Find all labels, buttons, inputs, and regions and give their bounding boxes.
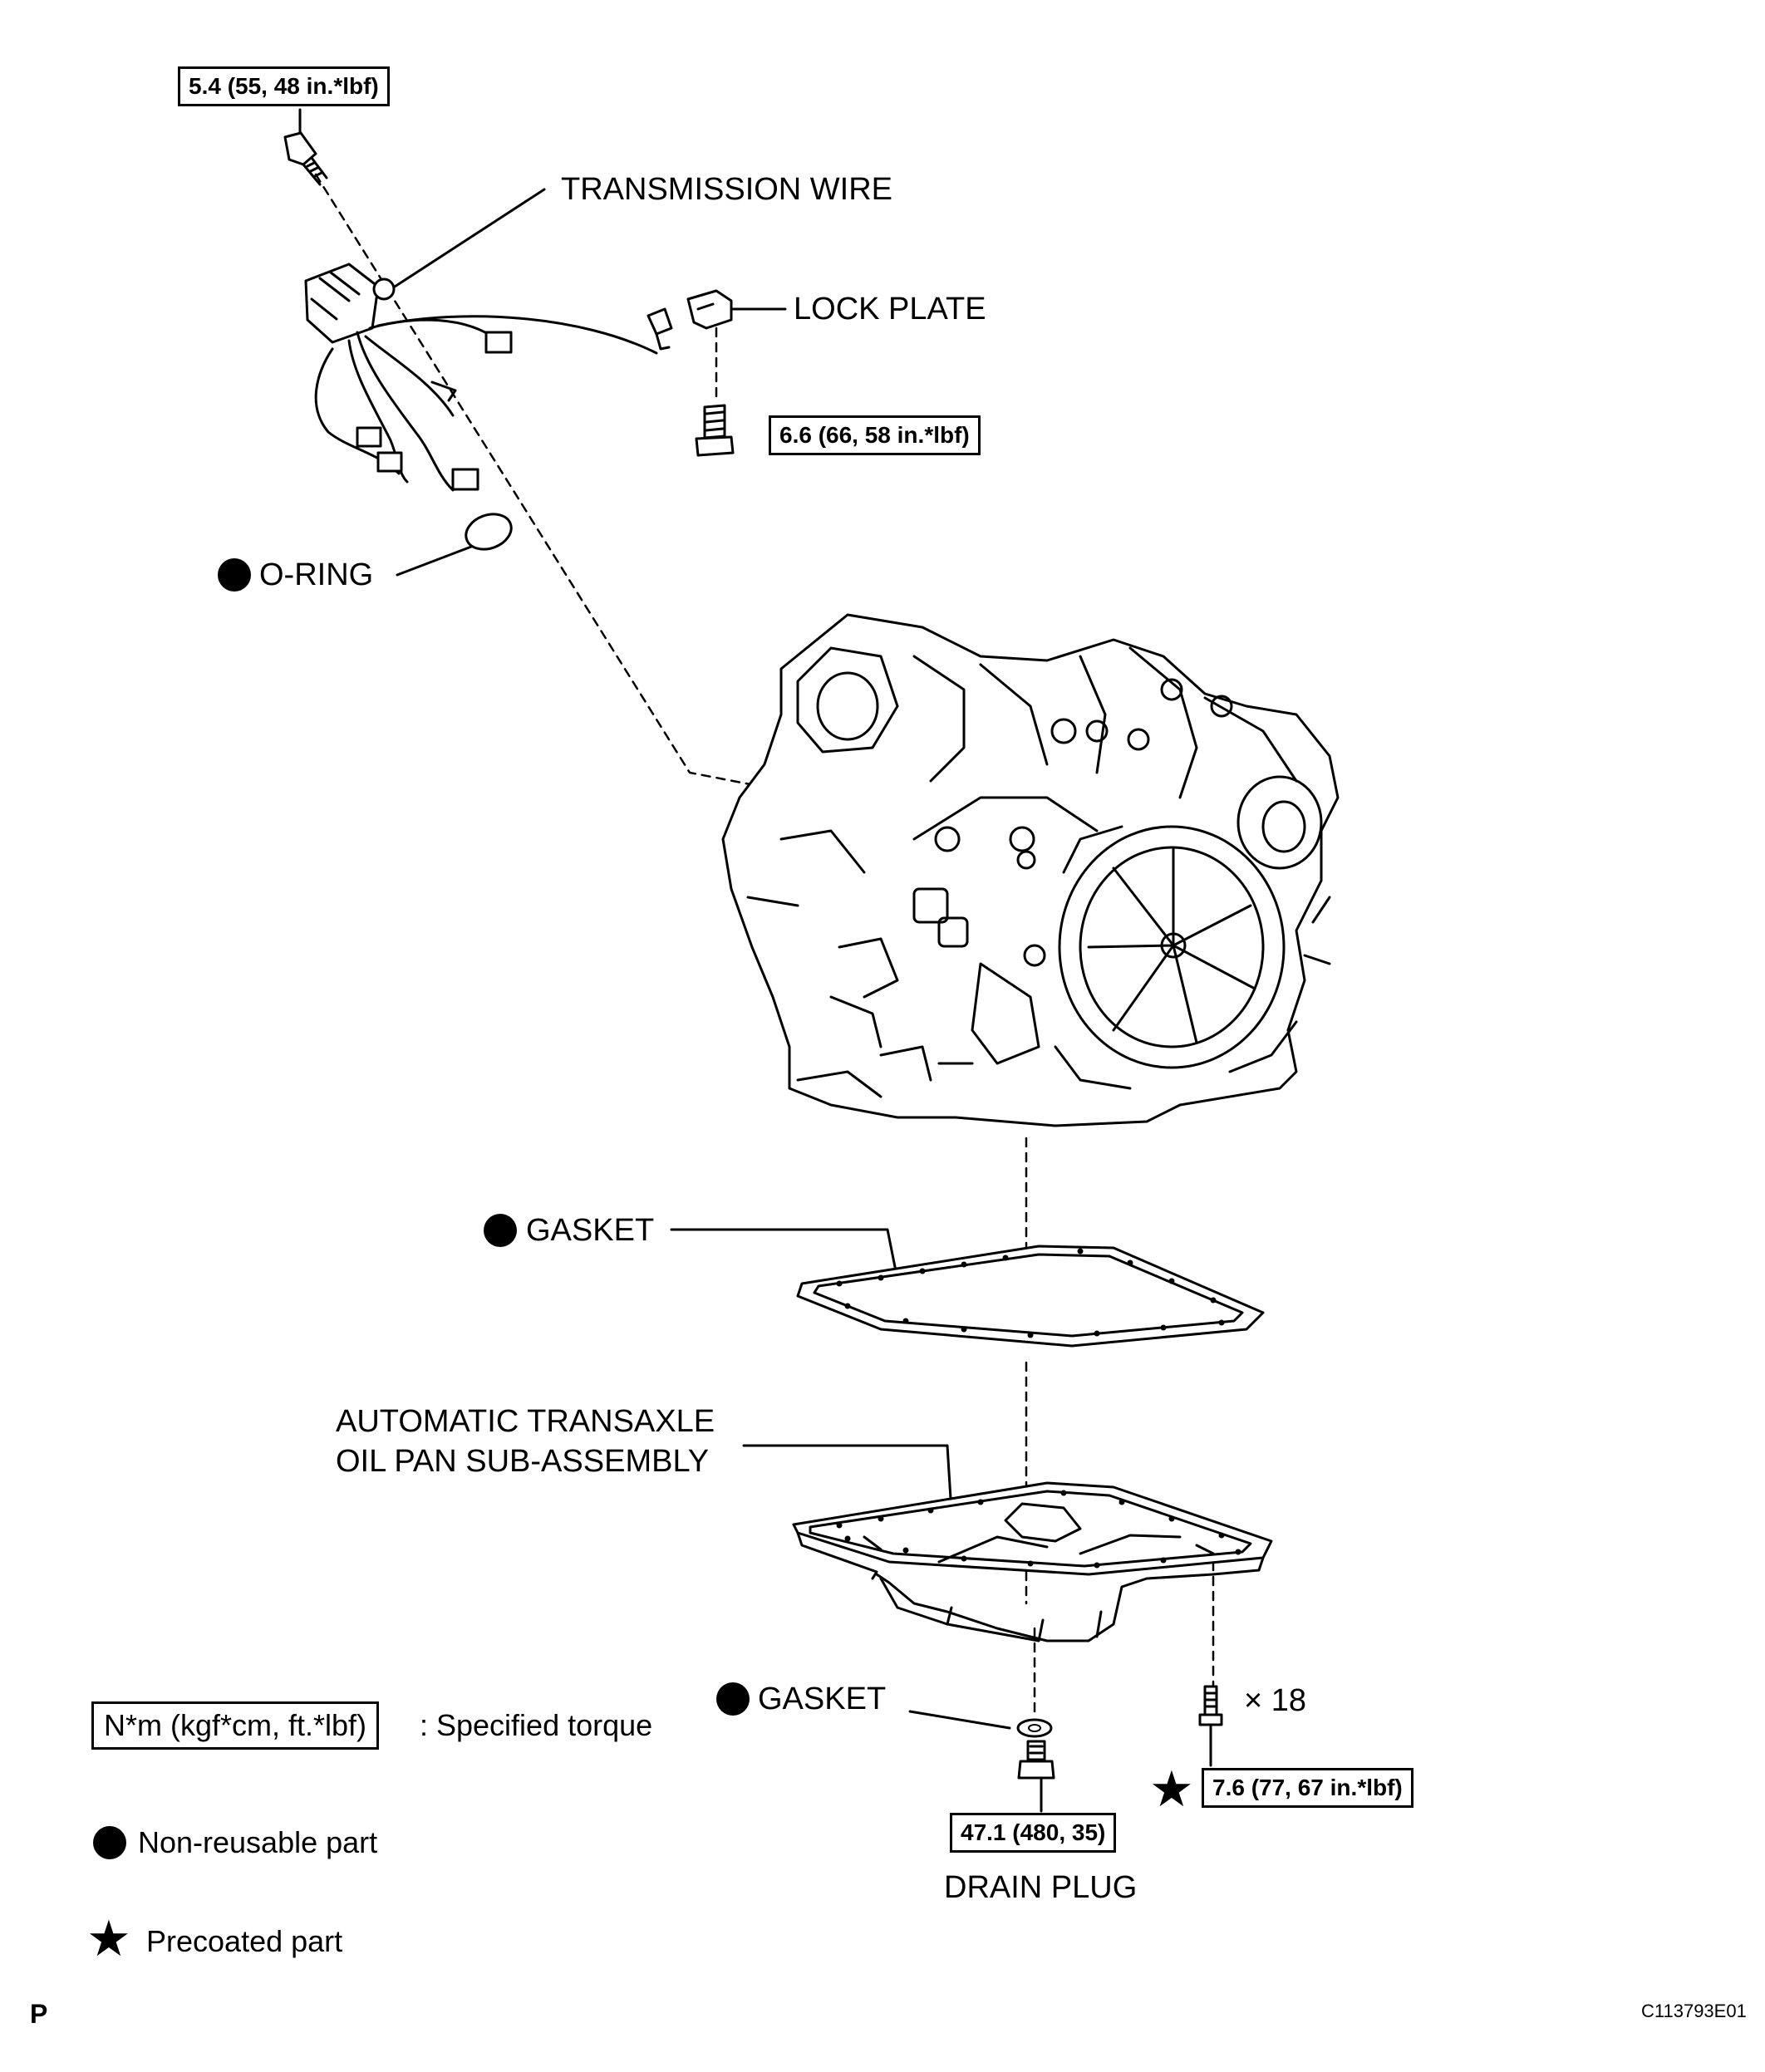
- transaxle-body: [721, 613, 1340, 1127]
- non-reusable-symbol-o-ring: [218, 558, 251, 592]
- torque-drain-plug: 47.1 (480, 35): [950, 1813, 1117, 1853]
- pan-gasket: [796, 1245, 1265, 1348]
- label-drain-plug: DRAIN PLUG: [944, 1870, 1138, 1905]
- wire-bolt: [283, 131, 328, 186]
- torque-wire-bolt: 5.4 (55, 48 in.*lbf): [178, 66, 390, 106]
- label-oil-pan-line1: AUTOMATIC TRANSAXLE: [336, 1404, 715, 1439]
- label-o-ring: O-RING: [259, 557, 374, 592]
- drain-gasket-washer: [1016, 1718, 1053, 1738]
- non-reusable-symbol-drain-gasket: [716, 1682, 750, 1716]
- legend-non-reusable-text: Non-reusable part: [138, 1825, 378, 1859]
- label-transmission-wire: TRANSMISSION WIRE: [561, 172, 893, 207]
- o-ring-shape: [465, 513, 513, 551]
- non-reusable-symbol-gasket: [484, 1214, 517, 1247]
- label-oil-pan-line2: OIL PAN SUB-ASSEMBLY: [336, 1444, 710, 1479]
- legend-torque-desc: : Specified torque: [420, 1708, 653, 1742]
- drain-plug-shape: [1017, 1740, 1055, 1780]
- torque-pan-bolts: 7.6 (77, 67 in.*lbf): [1202, 1768, 1413, 1808]
- figure-code: C113793E01: [1641, 2001, 1747, 2021]
- oil-pan: [792, 1481, 1273, 1642]
- label-lock-plate: LOCK PLATE: [794, 292, 986, 327]
- legend-precoated-text: Precoated part: [146, 1924, 343, 1958]
- legend-star-icon: ★: [86, 1911, 131, 1966]
- label-bolt-count: × 18: [1244, 1683, 1307, 1718]
- label-gasket-drain: GASKET: [758, 1682, 887, 1716]
- legend-non-reusable-icon: [93, 1826, 126, 1859]
- torque-lock-plate-bolt: 6.6 (66, 58 in.*lbf): [769, 415, 981, 455]
- precoated-star-icon: ★: [1149, 1761, 1194, 1817]
- label-gasket-top: GASKET: [526, 1213, 655, 1248]
- lock-plate: [686, 289, 733, 330]
- transmission-wire-harness: [304, 263, 673, 492]
- legend-torque-unit: N*m (kgf*cm, ft.*lbf): [91, 1701, 380, 1750]
- page-marker: P: [30, 1999, 48, 2029]
- pan-bolt-shape: [1198, 1685, 1223, 1726]
- lock-plate-bolt: [695, 404, 735, 457]
